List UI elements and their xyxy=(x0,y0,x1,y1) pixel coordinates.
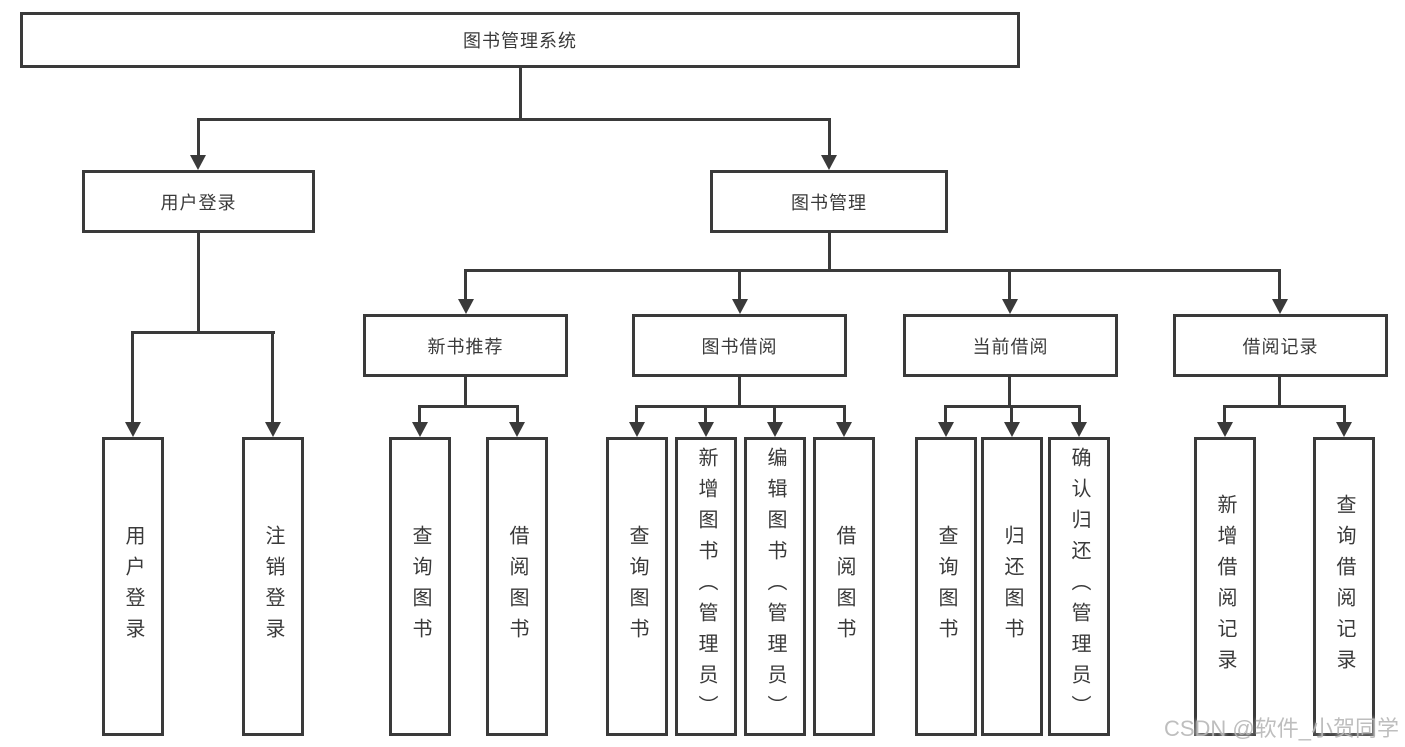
node-label: 图书管理 xyxy=(791,192,867,213)
connector-arrow xyxy=(1071,422,1087,437)
connector-arrow xyxy=(732,299,748,314)
connector-line xyxy=(197,118,200,156)
connector-arrow xyxy=(265,422,281,437)
node-label: 归还图书 xyxy=(1001,524,1023,649)
connector-line xyxy=(635,405,638,423)
node-label: 当前借阅 xyxy=(972,336,1049,357)
connector-line xyxy=(131,331,275,334)
connector-line xyxy=(635,405,846,408)
leaf-nb-query-books: 查询图书 xyxy=(389,437,451,736)
connector-line xyxy=(418,405,421,423)
connector-arrow xyxy=(125,422,141,437)
node-new-book-recommend: 新书推荐 xyxy=(363,314,568,377)
connector-line xyxy=(516,405,519,423)
leaf-cb-query-books: 查询图书 xyxy=(915,437,977,736)
node-current-borrow: 当前借阅 xyxy=(903,314,1118,377)
node-label: 查询图书 xyxy=(409,524,431,649)
connector-line xyxy=(519,68,522,120)
leaf-cb-confirm-return-admin: 确认归还（管理员） xyxy=(1048,437,1110,736)
node-label: 新增图书（管理员） xyxy=(695,447,717,726)
connector-line xyxy=(1223,405,1226,423)
leaf-cb-return-books: 归还图书 xyxy=(981,437,1043,736)
node-label: 借阅记录 xyxy=(1242,336,1319,357)
node-label: 新书推荐 xyxy=(427,336,504,357)
leaf-bb-edit-books-admin: 编辑图书（管理员） xyxy=(744,437,806,736)
node-label: 确认归还（管理员） xyxy=(1068,447,1090,726)
node-library-system: 图书管理系统 xyxy=(20,12,1020,68)
connector-arrow xyxy=(190,155,206,170)
node-label: 查询借阅记录 xyxy=(1333,493,1355,680)
leaf-bb-query-books: 查询图书 xyxy=(606,437,668,736)
connector-line xyxy=(738,377,741,408)
connector-line xyxy=(271,331,274,423)
connector-line xyxy=(197,233,200,333)
leaf-logout: 注销登录 xyxy=(242,437,304,736)
node-label: 新增借阅记录 xyxy=(1214,493,1236,680)
leaf-nb-borrow-books: 借阅图书 xyxy=(486,437,548,736)
leaf-bb-borrow-books: 借阅图书 xyxy=(813,437,875,736)
node-label: 用户登录 xyxy=(122,524,144,649)
connector-line xyxy=(1008,269,1011,301)
connector-line xyxy=(704,405,707,423)
node-label: 编辑图书（管理员） xyxy=(764,447,786,726)
connector-line xyxy=(828,118,831,156)
connector-line xyxy=(738,269,741,301)
node-label: 用户登录 xyxy=(160,192,237,213)
connector-line xyxy=(1078,405,1081,423)
connector-arrow xyxy=(1217,422,1233,437)
leaf-bb-add-books-admin: 新增图书（管理员） xyxy=(675,437,737,736)
connector-arrow xyxy=(1336,422,1352,437)
connector-line xyxy=(1343,405,1346,423)
connector-line xyxy=(464,377,467,408)
connector-arrow xyxy=(629,422,645,437)
connector-arrow xyxy=(1004,422,1020,437)
connector-line xyxy=(131,331,134,423)
node-book-borrow: 图书借阅 xyxy=(632,314,847,377)
connector-line xyxy=(828,233,831,271)
node-label: 借阅图书 xyxy=(506,524,528,649)
node-label: 图书借阅 xyxy=(701,336,778,357)
connector-arrow xyxy=(836,422,852,437)
node-borrow-records: 借阅记录 xyxy=(1173,314,1388,377)
node-user-login: 用户登录 xyxy=(82,170,315,233)
connector-arrow xyxy=(412,422,428,437)
node-label: 注销登录 xyxy=(262,524,284,649)
connector-arrow xyxy=(938,422,954,437)
connector-arrow xyxy=(509,422,525,437)
connector-arrow xyxy=(821,155,837,170)
connector-line xyxy=(944,405,947,423)
connector-line xyxy=(1278,377,1281,408)
leaf-br-add-record: 新增借阅记录 xyxy=(1194,437,1256,736)
leaf-user-login: 用户登录 xyxy=(102,437,164,736)
connector-line xyxy=(464,269,467,301)
node-book-management: 图书管理 xyxy=(710,170,948,233)
connector-line xyxy=(773,405,776,423)
connector-arrow xyxy=(698,422,714,437)
connector-line xyxy=(843,405,846,423)
connector-line xyxy=(1008,377,1011,408)
node-label: 图书管理系统 xyxy=(463,31,577,51)
connector-arrow xyxy=(458,299,474,314)
node-label: 借阅图书 xyxy=(833,524,855,649)
connector-line xyxy=(464,269,1281,272)
connector-arrow xyxy=(1272,299,1288,314)
connector-line xyxy=(197,118,831,121)
connector-line xyxy=(1010,405,1013,423)
connector-line xyxy=(418,405,519,408)
connector-line xyxy=(1223,405,1346,408)
connector-line xyxy=(1278,269,1281,301)
node-label: 查询图书 xyxy=(935,524,957,649)
connector-arrow xyxy=(1002,299,1018,314)
node-label: 查询图书 xyxy=(626,524,648,649)
leaf-br-query-record: 查询借阅记录 xyxy=(1313,437,1375,736)
connector-arrow xyxy=(767,422,783,437)
watermark: CSDN @软件_小贺同学 xyxy=(1163,716,1399,741)
